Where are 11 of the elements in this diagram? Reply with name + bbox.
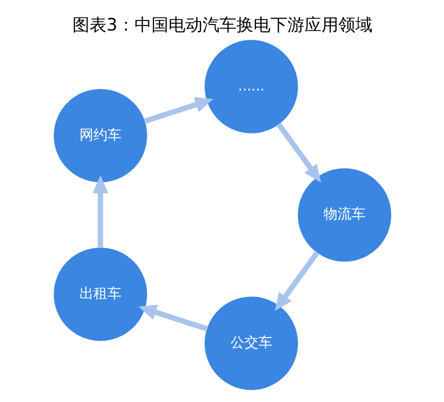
- arrow: [92, 175, 108, 248]
- node-circle: 出租车: [53, 248, 147, 341]
- arrow: [276, 122, 321, 183]
- node-circle: 公交车: [204, 296, 298, 390]
- diagram-title: 图表3：中国电动汽车换电下游应用领域: [72, 16, 372, 36]
- arrow: [274, 250, 319, 311]
- arrow: [138, 304, 208, 332]
- node-circle: 网约车: [53, 88, 147, 182]
- node-circle: ......: [204, 40, 298, 134]
- arrow: [143, 97, 213, 124]
- node-circle: 物流车: [297, 168, 391, 262]
